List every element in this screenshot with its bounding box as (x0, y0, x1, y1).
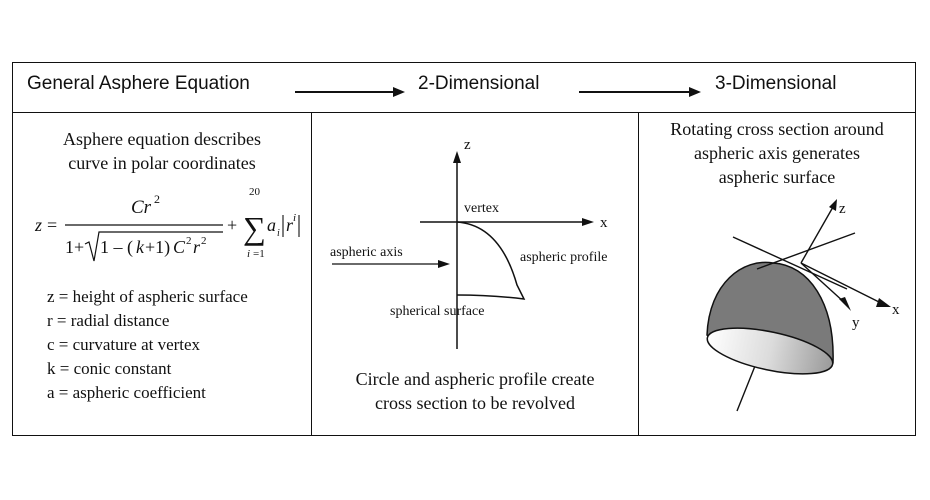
svg-text:i: i (293, 212, 296, 224)
panel2-caption-line2: cross section to be revolved (375, 393, 575, 413)
aspheric-surface-3d: z x y (706, 199, 900, 412)
aspheric-axis-label: aspheric axis (330, 245, 403, 260)
header-divider (13, 112, 915, 113)
svg-text:2: 2 (201, 235, 207, 247)
spherical-surface-label: spherical surface (390, 304, 484, 319)
x-axis-label-2d: x (600, 215, 608, 231)
panel-divider-2 (638, 112, 639, 435)
panel3-caption-line1: Rotating cross section around (670, 119, 884, 139)
legend-r: r = radial distance (47, 311, 170, 330)
svg-text:Cr: Cr (131, 197, 152, 218)
y-axis-label-3d: y (852, 315, 860, 331)
z-axis-label-3d: z (839, 201, 846, 217)
svg-text:1+: 1+ (65, 237, 84, 257)
svg-text:C: C (173, 237, 186, 257)
vertex-label: vertex (464, 201, 499, 216)
svg-text:∑: ∑ (243, 210, 266, 246)
svg-text:20: 20 (249, 186, 261, 198)
svg-text:i: i (277, 228, 280, 239)
asphere-equation: z = Cr 2 1+ 1 – ( k +1) C 2 r 2 + 20 ∑ i… (34, 186, 300, 262)
variable-legend: z = height of aspheric surface r = radia… (47, 285, 248, 405)
svg-text:1 – (: 1 – ( (100, 237, 133, 258)
svg-text:=: = (47, 215, 57, 235)
svg-text:r: r (286, 215, 294, 235)
svg-text:+1): +1) (145, 237, 170, 258)
panel2-caption-line1: Circle and aspheric profile create (355, 369, 595, 389)
panel1-intro-line2: curve in polar coordinates (68, 153, 256, 173)
cross-section-diagram: z x vertex aspheric axis aspheric profil… (330, 137, 608, 349)
tangent-line-2 (756, 232, 856, 270)
header-step-3d: 3-Dimensional (715, 73, 837, 94)
svg-text:=1: =1 (253, 248, 265, 260)
x-axis-label-3d: x (892, 302, 900, 318)
legend-k: k = conic constant (47, 359, 172, 378)
dome-rim (706, 327, 834, 375)
z-axis-label-2d: z (464, 137, 471, 153)
aspheric-profile-label: aspheric profile (520, 250, 607, 265)
aspheric-profile-curve (456, 221, 526, 300)
svg-text:+: + (227, 215, 237, 235)
x-axis-3d (800, 262, 882, 304)
svg-text:2: 2 (154, 192, 160, 206)
panel-divider-1 (311, 112, 312, 435)
y-axis-3d (800, 262, 846, 304)
legend-z: z = height of aspheric surface (47, 287, 248, 306)
panel1-intro-line1: Asphere equation describes (63, 129, 261, 149)
diagram-frame: General Asphere Equation 2-Dimensional 3… (12, 62, 916, 436)
header-step-equation: General Asphere Equation (27, 73, 250, 94)
legend-c: c = curvature at vertex (47, 335, 201, 354)
z-axis-3d (800, 206, 834, 264)
svg-text:r: r (193, 237, 201, 257)
header-arrow-1 (295, 87, 405, 97)
panel3-caption-line3: aspheric surface (718, 167, 836, 187)
svg-text:z: z (34, 215, 42, 235)
header-arrow-2 (579, 87, 701, 97)
legend-a: a = aspheric coefficient (47, 383, 206, 402)
svg-text:i: i (247, 248, 250, 260)
tangent-line-1 (732, 236, 848, 290)
svg-text:2: 2 (186, 235, 192, 247)
header-step-2d: 2-Dimensional (418, 73, 540, 94)
svg-text:k: k (136, 237, 145, 257)
svg-text:a: a (267, 215, 276, 235)
panel3-caption-line2: aspheric axis generates (694, 143, 860, 163)
